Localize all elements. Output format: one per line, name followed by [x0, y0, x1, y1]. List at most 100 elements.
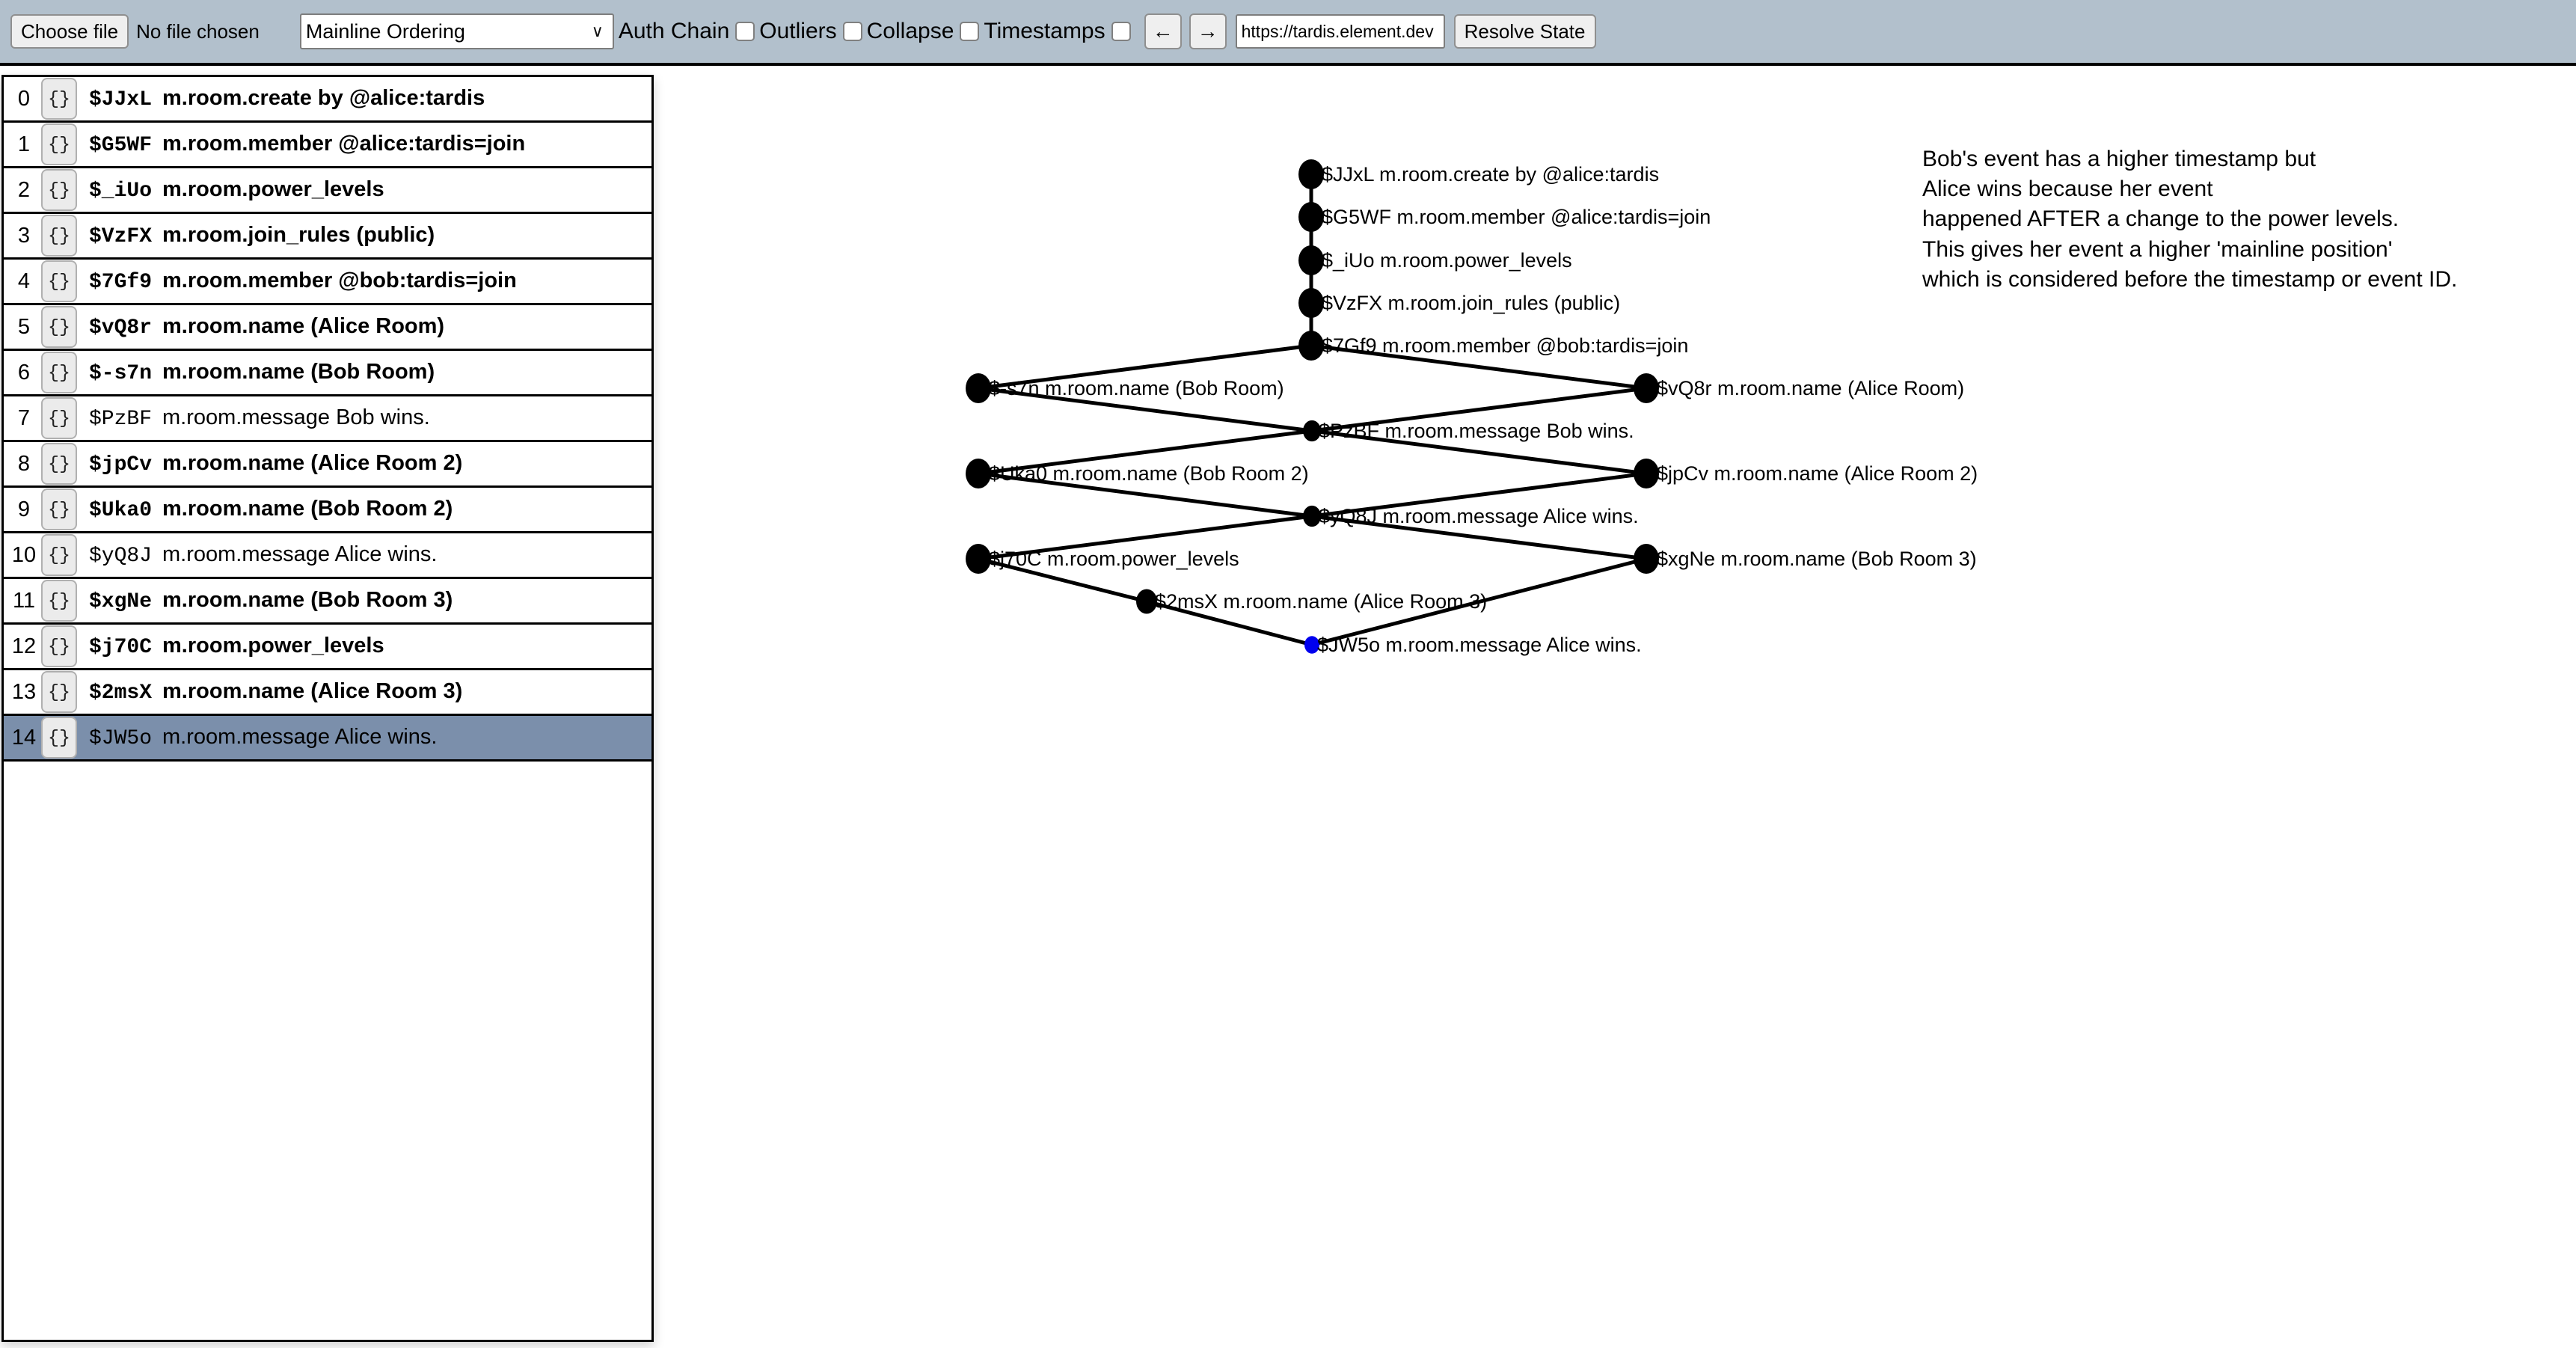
collapse-label: Collapse — [866, 19, 954, 43]
dag-node[interactable] — [1298, 159, 1324, 190]
view-json-button[interactable]: {} — [41, 169, 77, 211]
ordering-select-wrapper[interactable]: Mainline Ordering ∨ — [299, 13, 614, 49]
resolve-state-button[interactable]: Resolve State — [1453, 14, 1596, 49]
spacer-1 — [260, 31, 273, 32]
event-description: m.room.name (Bob Room 2) — [162, 497, 453, 521]
dag-node-label: $JW5o m.room.message Alice wins. — [1317, 634, 1642, 656]
event-description: m.room.name (Alice Room) — [162, 314, 445, 338]
dag-edge — [1310, 343, 1647, 390]
dag-node[interactable] — [1136, 589, 1157, 614]
auth-chain-checkbox[interactable] — [735, 22, 755, 41]
dag-node[interactable] — [966, 458, 991, 489]
event-description: m.room.message Bob wins. — [162, 405, 430, 429]
dag-node[interactable] — [1634, 373, 1659, 404]
dag-node-label: $yQ8J m.room.message Alice wins. — [1319, 505, 1639, 527]
dag-node[interactable] — [1303, 420, 1321, 442]
event-row-text: $Uka0 m.room.name (Bob Room 2) — [77, 497, 453, 522]
annotation-line: Alice wins because her event — [1922, 177, 2213, 202]
view-json-button[interactable]: {} — [41, 352, 77, 393]
dag-node[interactable] — [1298, 245, 1324, 276]
event-id: $PzBF — [89, 408, 153, 431]
dag-node[interactable] — [966, 543, 991, 575]
collapse-checkbox[interactable] — [960, 22, 980, 41]
view-json-button[interactable]: {} — [41, 260, 77, 302]
view-json-button[interactable]: {} — [41, 488, 77, 530]
dag-edge — [978, 343, 1312, 390]
ordering-select[interactable]: Mainline Ordering — [299, 13, 614, 49]
dag-node[interactable] — [1298, 330, 1324, 361]
view-json-button[interactable]: {} — [41, 625, 77, 667]
event-row-index: 7 — [17, 405, 31, 430]
dag-node-label: $VzFX m.room.join_rules (public) — [1322, 292, 1620, 314]
node-layer[interactable]: $JJxL m.room.create by @alice:tardis$G5W… — [966, 159, 1978, 656]
dag-node-label: $jpCv m.room.name (Alice Room 2) — [1657, 462, 1978, 485]
dag-node[interactable] — [1298, 287, 1324, 319]
view-json-button[interactable]: {} — [41, 78, 77, 120]
event-row-index: 14 — [11, 725, 37, 750]
event-description: m.room.name (Bob Room 3) — [162, 588, 453, 612]
event-description: m.room.message Alice wins. — [162, 542, 438, 566]
dag-node[interactable] — [1634, 543, 1659, 575]
dag-edge — [1146, 599, 1313, 647]
dag-node-label: $xgNe m.room.name (Bob Room 3) — [1657, 548, 1977, 570]
view-json-button[interactable]: {} — [41, 123, 77, 165]
view-json-button[interactable]: {} — [41, 580, 77, 622]
edge-layer — [978, 174, 1647, 647]
view-json-button[interactable]: {} — [41, 443, 77, 485]
event-dag-graph[interactable]: $JJxL m.room.create by @alice:tardis$G5W… — [658, 69, 2576, 1348]
event-row-index: 13 — [11, 679, 37, 704]
event-row-index: 11 — [12, 588, 36, 613]
event-description: m.room.name (Alice Room 2) — [162, 451, 463, 475]
dag-node[interactable] — [1304, 636, 1319, 654]
view-json-button[interactable]: {} — [41, 534, 77, 576]
view-json-button[interactable]: {} — [41, 215, 77, 257]
back-arrow-button[interactable]: ← — [1144, 13, 1182, 49]
event-row-index: 0 — [17, 86, 31, 111]
homeserver-url-input[interactable] — [1235, 14, 1445, 49]
event-row-index: 5 — [17, 314, 31, 339]
dag-edge — [978, 471, 1313, 518]
dag-edge — [1311, 471, 1647, 518]
dag-node[interactable] — [966, 373, 991, 404]
no-file-chosen-label: No file chosen — [136, 19, 260, 43]
event-description: m.room.power_levels — [162, 177, 384, 201]
toolbar: Choose file No file chosen Mainline Orde… — [0, 0, 2576, 66]
event-id: $Uka0 — [89, 499, 153, 522]
outliers-checkbox[interactable] — [842, 22, 862, 41]
dag-edge — [978, 386, 1313, 433]
dag-node[interactable] — [1298, 201, 1324, 233]
view-json-button[interactable]: {} — [41, 717, 77, 759]
timestamps-checkbox[interactable] — [1111, 22, 1131, 41]
event-row-index: 6 — [17, 360, 31, 385]
view-json-button[interactable]: {} — [41, 306, 77, 348]
dag-node[interactable] — [1634, 458, 1659, 489]
forward-arrow-button[interactable]: → — [1189, 13, 1227, 49]
dag-node-label: $-s7n m.room.name (Bob Room) — [989, 377, 1284, 399]
dag-node[interactable] — [1303, 505, 1321, 527]
event-description: m.room.name (Alice Room 3) — [162, 679, 463, 703]
view-json-button[interactable]: {} — [41, 671, 77, 713]
dag-edge — [978, 557, 1147, 604]
choose-file-button[interactable]: Choose file — [10, 14, 129, 49]
view-json-button[interactable]: {} — [41, 397, 77, 439]
event-list-row[interactable]: 7 {} $PzBF m.room.message Bob wins. — [4, 396, 651, 442]
